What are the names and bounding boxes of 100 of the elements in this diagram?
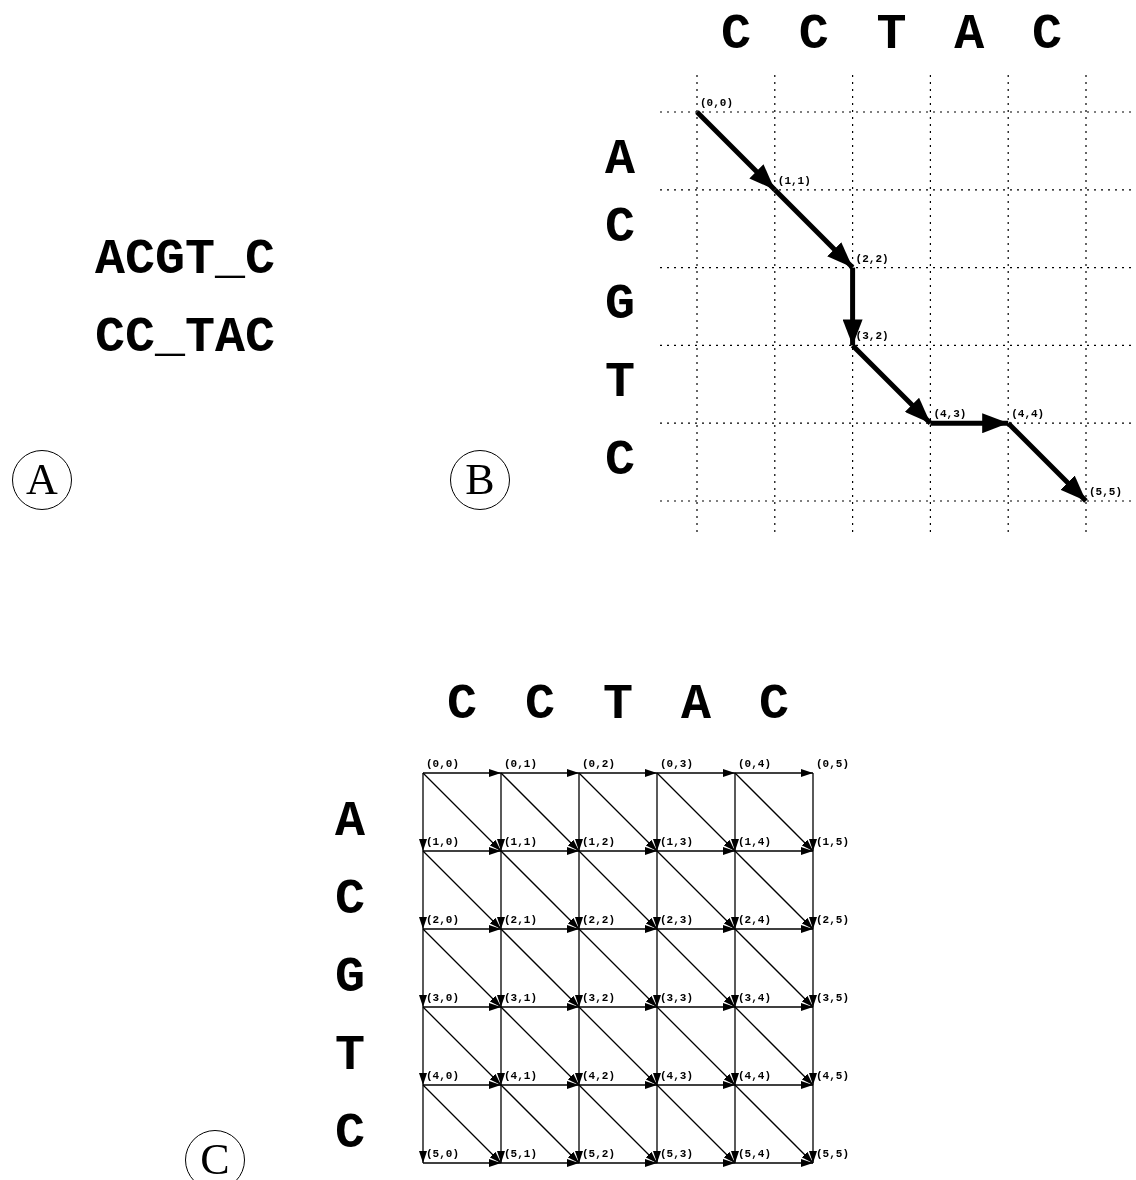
arrow bbox=[809, 772, 817, 852]
sequence-letter: G bbox=[605, 280, 635, 330]
arrow bbox=[578, 1084, 658, 1164]
arrow bbox=[653, 928, 661, 1008]
arrow bbox=[497, 928, 505, 1008]
arrow bbox=[731, 928, 739, 1008]
coordinate-label: (0,5) bbox=[813, 758, 849, 770]
arrow bbox=[731, 1084, 739, 1164]
sequence-letter: T bbox=[605, 358, 635, 408]
arrow bbox=[930, 413, 1009, 434]
arrow bbox=[500, 928, 580, 1008]
arrow bbox=[422, 1081, 502, 1089]
arrow bbox=[734, 772, 814, 852]
sequence-letter: C bbox=[447, 680, 477, 730]
arrow bbox=[422, 1159, 502, 1167]
coordinate-label: (2,3) bbox=[657, 914, 693, 926]
sequence-letter: A bbox=[954, 10, 985, 60]
coordinate-label: (5,5) bbox=[813, 1148, 849, 1160]
panel-letter: A bbox=[26, 458, 58, 502]
coordinate-label: (1,0) bbox=[423, 836, 459, 848]
arrow bbox=[422, 928, 502, 1008]
arrow bbox=[656, 1081, 736, 1089]
coordinate-label: (5,3) bbox=[657, 1148, 693, 1160]
arrow bbox=[575, 772, 583, 852]
coordinate-label: (0,2) bbox=[579, 758, 615, 770]
sequence-letter: C bbox=[335, 875, 365, 925]
arrow bbox=[850, 343, 933, 425]
coordinate-label: (4,0) bbox=[423, 1070, 459, 1082]
coordinate-label: (4,2) bbox=[579, 1070, 615, 1082]
arrow bbox=[500, 1159, 580, 1167]
sequence-letter: G bbox=[335, 953, 365, 1003]
sequence-letter: C bbox=[1032, 10, 1063, 60]
arrow bbox=[734, 928, 814, 1008]
arrow bbox=[656, 1006, 736, 1086]
coordinate-label: (5,0) bbox=[423, 1148, 459, 1160]
arrow bbox=[656, 928, 736, 1008]
arrow bbox=[422, 1084, 502, 1164]
coordinate-label: (3,1) bbox=[501, 992, 537, 1004]
coordinate-label: (2,5) bbox=[813, 914, 849, 926]
coordinate-label: (2,4) bbox=[735, 914, 771, 926]
arrow bbox=[419, 1006, 427, 1086]
coordinate-label: (5,4) bbox=[735, 1148, 771, 1160]
sequence-letter: T bbox=[876, 10, 907, 60]
arrow bbox=[809, 850, 817, 930]
arrow bbox=[422, 772, 502, 852]
coordinate-label: (5,2) bbox=[579, 1148, 615, 1160]
arrow bbox=[575, 928, 583, 1008]
sequence-letter: A bbox=[335, 797, 365, 847]
arrow bbox=[422, 1006, 502, 1086]
arrow bbox=[500, 850, 580, 930]
coordinate-label: (2,0) bbox=[423, 914, 459, 926]
sequence-letter: C bbox=[720, 10, 751, 60]
arrow bbox=[578, 850, 658, 930]
arrow bbox=[653, 1006, 661, 1086]
arrow bbox=[500, 769, 580, 777]
panel-letter: B bbox=[465, 458, 495, 502]
arrow bbox=[500, 847, 580, 855]
arrow bbox=[575, 1006, 583, 1086]
sequence-letter: C bbox=[335, 1109, 365, 1159]
coordinate-label: (3,2) bbox=[579, 992, 615, 1004]
coordinate-label: (0,3) bbox=[657, 758, 693, 770]
panel-letter: C bbox=[200, 1138, 230, 1180]
arrow bbox=[500, 772, 580, 852]
arrow bbox=[734, 925, 814, 933]
arrow bbox=[734, 1006, 814, 1086]
coordinate-label: (4,5) bbox=[813, 1070, 849, 1082]
arrow bbox=[653, 772, 661, 852]
arrow bbox=[578, 1006, 658, 1086]
arrow bbox=[809, 1084, 817, 1164]
coordinate-label: (1,5) bbox=[813, 836, 849, 848]
arrow bbox=[419, 1084, 427, 1164]
coordinate-label: (5,5) bbox=[1086, 486, 1122, 498]
arrow bbox=[1006, 421, 1088, 503]
arrow bbox=[656, 847, 736, 855]
arrow bbox=[422, 925, 502, 933]
sequence-letter: A bbox=[605, 135, 635, 185]
arrow bbox=[578, 847, 658, 855]
arrow bbox=[500, 1084, 580, 1164]
arrow bbox=[734, 1084, 814, 1164]
sequence-letter: C bbox=[605, 203, 635, 253]
arrow bbox=[497, 850, 505, 930]
sequence-letter: C bbox=[759, 680, 789, 730]
arrow bbox=[578, 769, 658, 777]
arrow bbox=[578, 1159, 658, 1167]
coordinate-label: (1,3) bbox=[657, 836, 693, 848]
arrow bbox=[656, 850, 736, 930]
coordinate-label: (3,4) bbox=[735, 992, 771, 1004]
arrow bbox=[500, 1003, 580, 1011]
arrow bbox=[578, 772, 658, 852]
coordinate-label: (4,3) bbox=[930, 408, 967, 421]
arrow bbox=[578, 925, 658, 933]
arrow bbox=[656, 925, 736, 933]
sequence-letter: C bbox=[605, 436, 635, 486]
coordinate-label: (4,1) bbox=[501, 1070, 537, 1082]
arrow bbox=[653, 850, 661, 930]
sequence-letter: T bbox=[603, 680, 633, 730]
arrow bbox=[656, 769, 736, 777]
coordinate-label: (3,0) bbox=[423, 992, 459, 1004]
coordinate-label: (0,1) bbox=[501, 758, 537, 770]
arrow bbox=[422, 847, 502, 855]
